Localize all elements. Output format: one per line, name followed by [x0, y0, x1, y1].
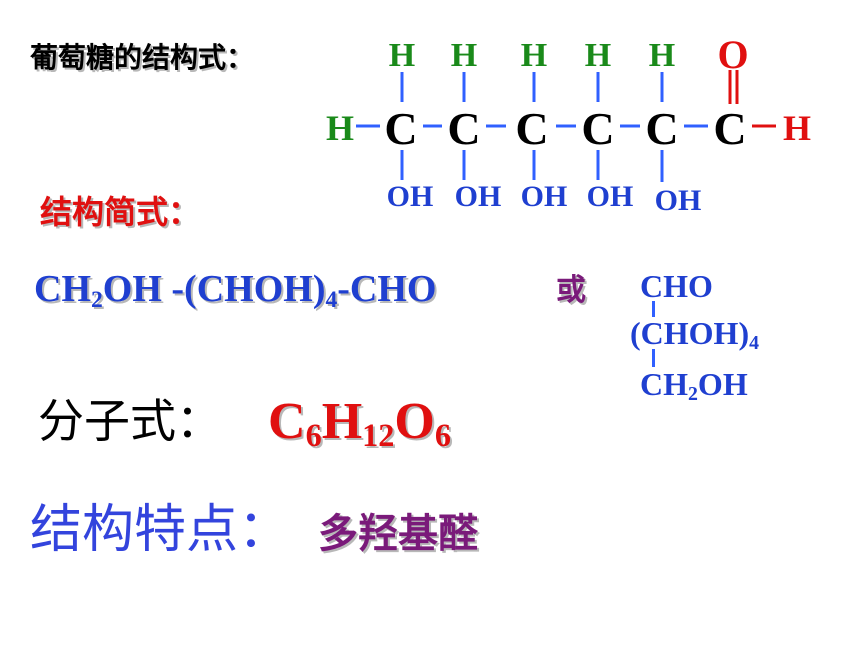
subscript: 6 [434, 417, 451, 454]
formula-part: CH [640, 366, 688, 402]
subscript: 6 [305, 417, 322, 454]
bottom-bonds [400, 150, 664, 182]
subscript: 2 [688, 382, 698, 405]
or-connector: 或 [556, 273, 586, 308]
subscript: 12 [362, 417, 395, 454]
molecular-formula-label: 分子式： [38, 394, 222, 448]
carbon-4: C [581, 103, 614, 154]
carbon-5: C [645, 103, 678, 154]
vertical-formula-line-2: (CHOH)4 [630, 315, 759, 353]
hydroxyl-1: OH [387, 180, 434, 213]
condensed-formula: CH2OH -(CHOH)4-CHO [34, 268, 437, 312]
vertical-bond-1 [652, 301, 655, 317]
element: H [321, 393, 363, 450]
vertical-bond-2 [652, 349, 655, 367]
atom-top-2: H [451, 37, 477, 74]
formula-part: -CHO [337, 268, 437, 310]
atom-top-1: H [389, 37, 415, 74]
formula-part: OH [697, 366, 748, 402]
atom-top-3: H [521, 37, 547, 74]
top-bonds [400, 72, 664, 102]
hydroxyl-3: OH [521, 180, 568, 213]
structural-formula-title: 葡萄糖的结构式： [30, 41, 255, 74]
atom-top-oxygen: O [717, 32, 748, 77]
vertical-formula-line-1: CHO [640, 268, 713, 304]
atom-top-4: H [585, 37, 611, 74]
subscript: 4 [749, 331, 760, 354]
double-bond-co [728, 70, 739, 104]
formula-part: -(CHOH) [171, 268, 326, 310]
glucose-structural-formula: H H H H H O H C C C C C C H OH OH OH OH … [326, 32, 811, 217]
condensed-formula-label: 结构简式： [40, 193, 201, 231]
carbon-2: C [447, 103, 480, 154]
subscript: 4 [325, 286, 338, 313]
carbon-1: C [384, 103, 417, 154]
element: O [394, 393, 435, 450]
element: C [268, 393, 306, 450]
carbon-3: C [515, 103, 548, 154]
atom-top-5: H [649, 37, 675, 74]
structure-feature-label: 结构特点： [30, 500, 291, 560]
subscript: 2 [91, 286, 103, 313]
formula-part: CH [34, 268, 91, 310]
hydroxyl-5: OH [655, 184, 702, 217]
molecular-formula: C6H12O6 [268, 393, 451, 452]
formula-part: (CHOH) [630, 315, 750, 351]
vertical-formula-line-3: CH2OH [640, 366, 748, 404]
atom-right-h: H [783, 108, 811, 148]
formula-part: OH [102, 268, 162, 310]
hydroxyl-4: OH [587, 180, 634, 213]
atom-left-h: H [326, 108, 354, 148]
hydroxyl-2: OH [455, 180, 502, 213]
structure-feature-value: 多羟基醛 [318, 511, 478, 557]
carbon-6: C [713, 103, 746, 154]
